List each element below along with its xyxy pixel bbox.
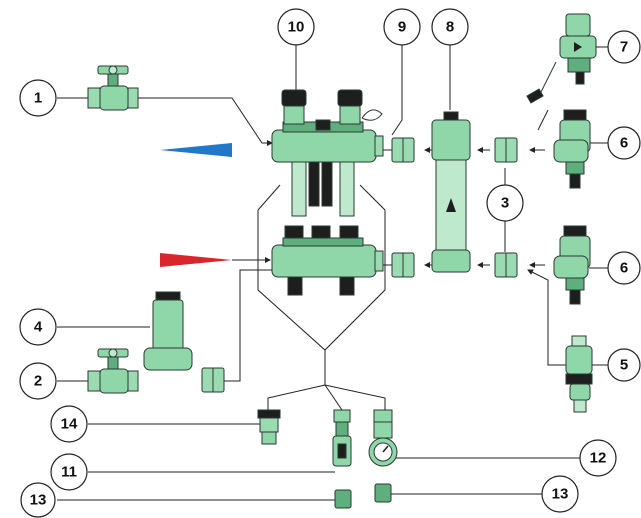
- callout-14-label: 14: [61, 416, 78, 433]
- callout-10: 10: [277, 8, 315, 46]
- callout-11: 11: [50, 453, 88, 491]
- callout-13-right-label: 13: [552, 486, 569, 503]
- union-bottom: [391, 252, 415, 278]
- callout-10-label: 10: [288, 19, 305, 36]
- callout-13-left: 13: [20, 482, 56, 518]
- callout-2-label: 2: [34, 373, 42, 390]
- small-plug-left: [334, 489, 352, 509]
- fill-valve: [332, 409, 352, 467]
- actuator: [526, 13, 597, 104]
- callout-6-bottom-label: 6: [620, 260, 628, 277]
- callout-12: 12: [579, 439, 617, 477]
- callout-7-label: 7: [620, 39, 628, 56]
- callout-14: 14: [50, 405, 88, 443]
- callout-1-label: 1: [34, 90, 42, 107]
- callout-13-right: 13: [541, 475, 579, 513]
- drain-valve: [565, 335, 593, 413]
- callout-9: 9: [383, 8, 421, 46]
- supply-arrow-blue: [160, 143, 232, 157]
- air-vent-top: [553, 109, 591, 189]
- leader-lines: [57, 45, 613, 501]
- air-vent-bottom: [553, 225, 591, 305]
- callout-5: 5: [607, 348, 641, 382]
- callout-1: 1: [19, 79, 57, 117]
- callout-2: 2: [19, 362, 57, 400]
- bypass-tube: [431, 111, 471, 273]
- callout-3: 3: [486, 184, 524, 222]
- union-top: [391, 137, 415, 163]
- callout-8: 8: [431, 8, 469, 46]
- dirt-separator: [143, 291, 225, 393]
- callout-7: 7: [607, 30, 641, 64]
- callout-5-label: 5: [620, 357, 628, 374]
- callout-13-left-label: 13: [30, 492, 47, 509]
- adaptor-bottom: [494, 252, 518, 278]
- callout-8-label: 8: [446, 19, 454, 36]
- adaptor-top: [494, 137, 518, 163]
- callout-6-top-label: 6: [620, 135, 628, 152]
- ball-valve-top: [87, 65, 139, 111]
- ball-valve-bottom: [87, 348, 139, 394]
- callout-9-label: 9: [398, 19, 406, 36]
- callout-12-label: 12: [590, 450, 607, 467]
- callout-11-label: 11: [61, 464, 77, 481]
- callout-6-bottom: 6: [607, 251, 641, 285]
- small-plug-right: [374, 483, 392, 503]
- callout-4: 4: [19, 308, 57, 346]
- callout-3-label: 3: [501, 195, 509, 212]
- supply-manifold: [271, 89, 384, 217]
- callout-6-top: 6: [607, 126, 641, 160]
- return-manifold: [271, 225, 384, 296]
- callout-4-label: 4: [34, 319, 43, 336]
- pressure-gauge: [368, 409, 398, 467]
- return-arrow-red: [160, 253, 232, 267]
- end-plug: [257, 409, 281, 445]
